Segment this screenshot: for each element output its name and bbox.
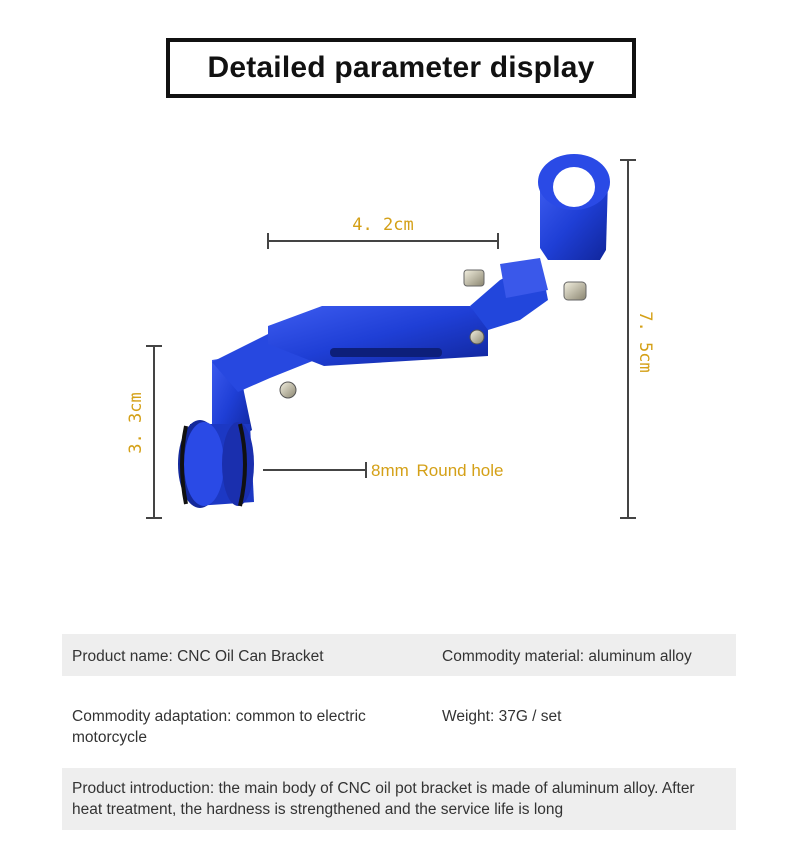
spec-row-2: Commodity adaptation: common to electric… [62,696,736,752]
hole-text: Round hole [417,461,504,480]
hole-size: 8mm [371,461,409,480]
hole-label: 8mm Round hole [371,461,503,480]
product-introduction: Product introduction: the main body of C… [72,780,695,818]
commodity-material: Commodity material: aluminum alloy [442,648,692,665]
width-dimension: 4. 2cm [267,215,499,249]
height-dimension: 7. 5cm [620,159,655,519]
left-dimension: 3. 3cm [126,345,162,519]
round-hole-callout: 8mm Round hole [263,461,503,480]
title-frame: Detailed parameter display [166,38,636,98]
product-dimension-diagram: 4. 2cm 7. 5cm 3. 3cm [126,154,655,519]
page-title: Detailed parameter display [207,51,595,84]
left-label: 3. 3cm [126,392,146,453]
spec-row-1: Product name: CNC Oil Can Bracket Commod… [62,634,736,676]
spec-row-3: Product introduction: the main body of C… [62,768,736,830]
product-name: Product name: CNC Oil Can Bracket [72,648,324,665]
weight: Weight: 37G / set [442,708,562,725]
bracket-illustration [178,154,610,508]
width-label: 4. 2cm [352,215,413,235]
commodity-adaptation: Commodity adaptation: common to electric… [72,708,366,746]
height-label: 7. 5cm [635,311,655,372]
